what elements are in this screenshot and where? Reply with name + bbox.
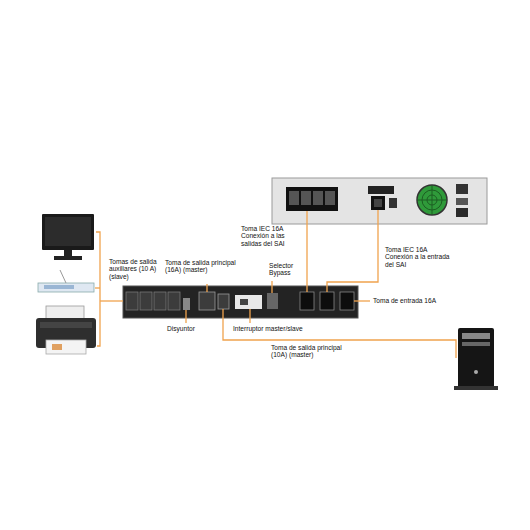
callout-label: Toma de entrada 16A	[372, 297, 452, 304]
callout-label: Interruptor master/slave	[232, 325, 312, 332]
scanner	[38, 270, 94, 292]
pc-tower	[454, 328, 498, 390]
callout-label: Toma de salida principal (16A) (master)	[164, 259, 248, 274]
ups-unit	[272, 178, 487, 224]
callout-label: Tomas de salida auxiliares (10 A) (slave…	[108, 258, 164, 280]
wires	[95, 210, 456, 358]
callout-label: Disyuntor	[166, 325, 206, 332]
callout-label: Selector Bypass	[268, 262, 302, 277]
callout-label: Toma IEC 16A Conexión a la entrada del S…	[384, 246, 454, 268]
printer	[36, 306, 96, 354]
callout-label: Toma IEC 16A Conexión a las salidas del …	[240, 225, 304, 247]
callout-label: Toma de salida principal (10A) (master)	[270, 344, 346, 359]
bypass-pdu	[123, 286, 358, 318]
monitor	[42, 214, 94, 260]
